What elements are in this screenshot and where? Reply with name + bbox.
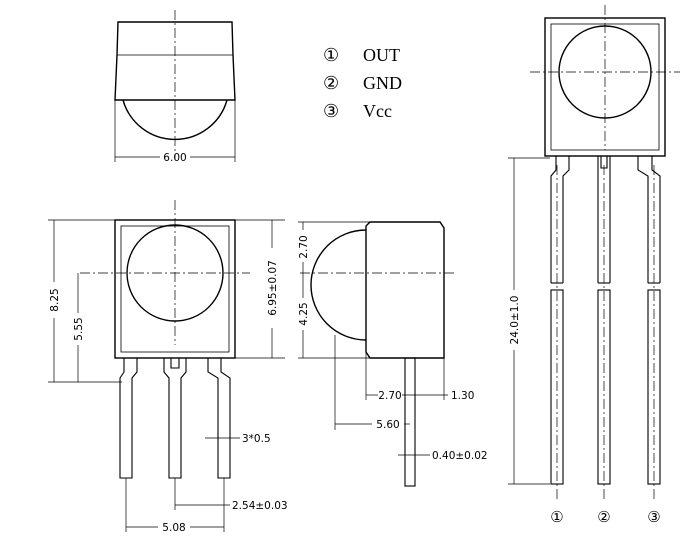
dim-lead-width: 3*0.5 [242,433,271,445]
pin-legend: ① OUT ② GND ③ Vcc [323,45,402,121]
full-lead-middle-upper [597,156,611,283]
side-lens [310,229,367,341]
pin-label-1: ① [550,508,563,526]
pin-label-2: ② [597,508,610,526]
front-view: 8.25 5.55 6.95±0.07 3*0.5 2.54±0.03 5.08 [48,200,288,534]
dim-body-height: 8.25 [49,288,61,311]
front-lead-right [207,358,231,479]
dim-side-lens-depth: 2.70 [378,390,401,402]
dim-side-total-depth: 5.60 [376,419,399,431]
front-lead-left [119,358,138,479]
side-lead [404,357,416,487]
dim-top-width: 6.00 [163,152,186,164]
side-body [365,221,445,359]
dim-lens-center-height: 5.55 [73,317,85,340]
dim-body-total-height: 6.95±0.07 [267,260,279,316]
full-lead-left-upper [550,156,570,283]
dim-lead-span: 5.08 [162,522,185,534]
legend-label-vcc: Vcc [363,101,392,121]
side-view: 2.70 4.25 2.70 1.30 5.60 0.40±0.02 [298,221,488,487]
dim-side-lens-height: 4.25 [298,302,310,325]
full-front-view: 24.0±1.0 ① ② ③ [508,5,680,526]
front-lead-middle-notch [170,358,180,369]
legend-symbol-1: ① [323,45,339,65]
legend-label-out: OUT [363,45,400,65]
legend-label-gnd: GND [363,73,402,93]
dim-lead-thickness: 0.40±0.02 [432,450,488,462]
full-lead-right-upper [637,156,661,283]
dim-side-top: 2.70 [298,235,310,258]
top-view-lens [122,99,228,141]
dim-lead-length: 24.0±1.0 [509,296,521,345]
top-view: 6.00 [114,10,236,164]
dim-side-lead-offset: 1.30 [451,390,474,402]
front-lead-middle [163,358,187,479]
legend-symbol-2: ② [323,73,339,93]
dim-pin-pitch: 2.54±0.03 [232,500,288,512]
legend-symbol-3: ③ [323,101,339,121]
pin-label-3: ③ [647,508,660,526]
